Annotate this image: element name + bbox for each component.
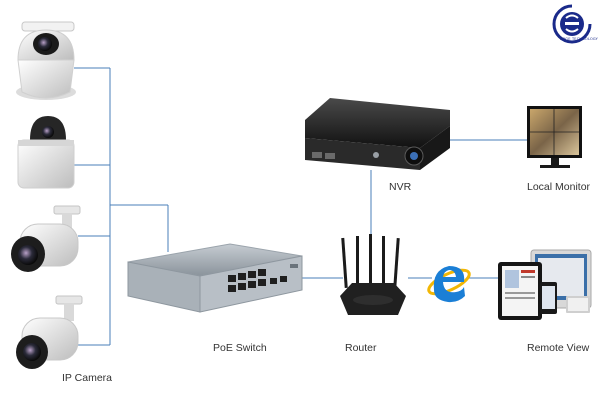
logo-icon — [552, 4, 592, 44]
ptz-camera-icon — [17, 116, 75, 189]
poe-switch-label: PoE Switch — [213, 342, 267, 354]
local-monitor-label: Local Monitor — [527, 181, 591, 193]
monitor-icon — [527, 106, 582, 168]
nvr-icon — [305, 98, 450, 170]
internet-explorer-icon — [427, 266, 471, 303]
ip-camera-label: IP Camera — [62, 372, 112, 384]
tablet-icon — [498, 249, 592, 320]
bullet-camera-icon — [11, 205, 81, 272]
router-label: Router — [345, 342, 377, 354]
logo-text: EDGE TECHNOLOGY — [560, 37, 598, 41]
nvr-label: NVR — [389, 181, 412, 193]
bullet-camera-2-icon — [16, 295, 83, 369]
router-icon — [340, 234, 406, 315]
poe-switch-icon — [127, 243, 303, 313]
connector-lines — [74, 67, 527, 346]
remote-view-label: Remote View — [527, 342, 590, 354]
dome-camera-icon — [16, 21, 76, 100]
